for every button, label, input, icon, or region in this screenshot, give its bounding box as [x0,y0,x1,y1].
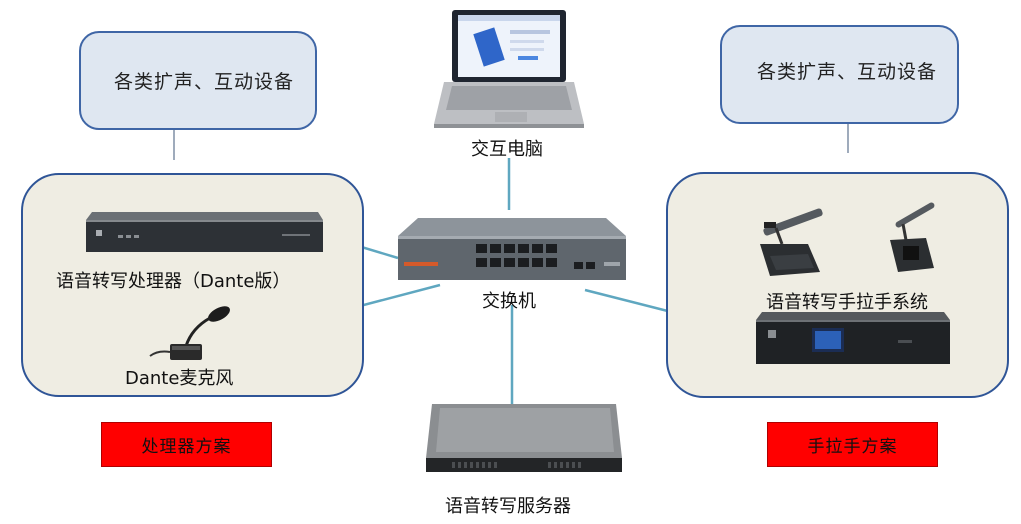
scheme-handheld-label: 手拉手方案 [807,437,898,457]
dante-mic-label: Dante麦克风 [125,368,234,389]
devices-cloud-left-label: 各类扩声、互动设备 [114,71,295,93]
switch-label: 交换机 [482,291,536,312]
scheme-handheld-badge: 手拉手方案 [767,422,938,467]
scheme-processor-badge: 处理器方案 [101,422,272,467]
scheme-processor-label: 处理器方案 [141,437,232,457]
handheld-system-label: 语音转写手拉手系统 [766,292,928,313]
server-label: 语音转写服务器 [445,496,571,517]
devices-cloud-right: 各类扩声、互动设备 [720,25,959,124]
laptop-label: 交互电脑 [471,139,543,160]
devices-cloud-right-label: 各类扩声、互动设备 [757,61,938,83]
processor-label: 语音转写处理器（Dante版） [56,271,291,292]
devices-cloud-left: 各类扩声、互动设备 [79,31,317,130]
